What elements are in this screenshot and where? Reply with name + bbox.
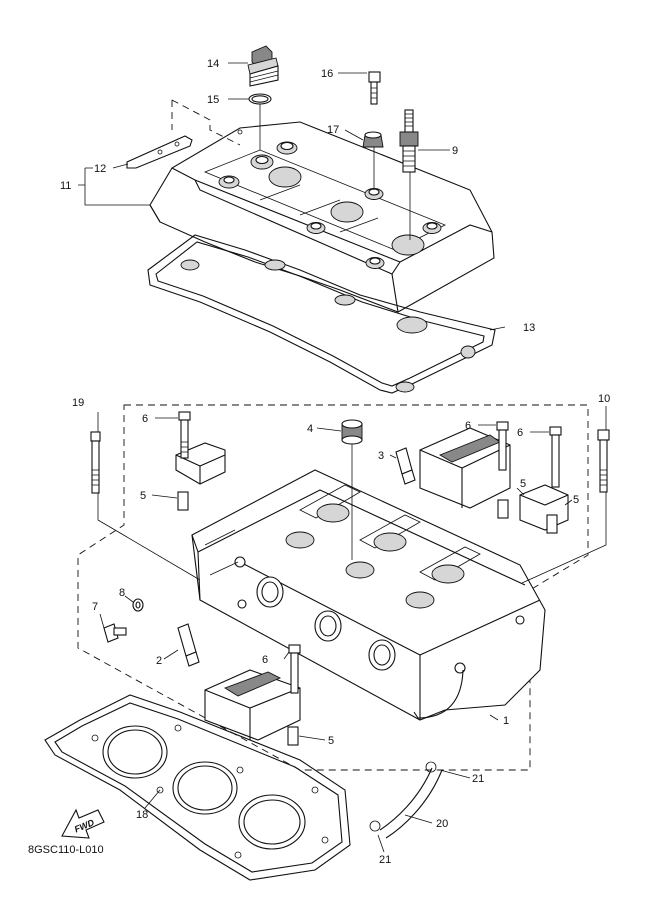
callout-19: 19 [72,397,84,409]
breather-hose [369,761,443,839]
stud-bolt-left [90,431,101,494]
callout-labels: 14 15 16 17 9 12 11 13 19 10 6 6 6 6 4 3… [60,58,610,866]
callout-20: 20 [436,818,448,830]
spark-plug [399,109,419,173]
camshaft-cap-right-b [519,426,569,534]
cover-gasket [147,234,496,394]
callout-1: 1 [503,715,509,727]
callout-3: 3 [378,450,384,462]
gasket-washer [132,598,144,612]
stud-bolt-right [597,429,610,493]
callout-18: 18 [136,809,148,821]
camshaft-cap-right-a [419,421,511,519]
cylinder-head [77,404,589,771]
callout-16: 16 [321,68,333,80]
callout-5c: 5 [573,494,579,506]
grommet [362,131,384,148]
leader-lines [78,62,607,853]
plug [341,419,363,445]
valve-guide-upper [395,447,416,485]
forward-arrow-icon: FWD [61,808,105,839]
callout-21a: 21 [472,773,484,785]
callout-2: 2 [156,655,162,667]
cylinder-head-cover [149,121,495,313]
camshaft-cap-left [175,411,226,511]
callout-13: 13 [523,322,535,334]
cylinder-head-gasket [44,694,351,881]
callout-6d: 6 [262,654,268,666]
callout-12: 12 [94,163,106,175]
camshaft-cap-lower [204,644,301,746]
callout-9: 9 [452,145,458,157]
callout-5a: 5 [140,490,146,502]
callout-10: 10 [598,393,610,405]
callout-6b: 6 [465,420,471,432]
diagram-code: 8GSC110-L010 [28,844,104,856]
callout-11: 11 [60,180,71,192]
callout-15: 15 [207,94,219,106]
oil-filler-cap [247,45,279,87]
callout-21b: 21 [379,854,391,866]
valve-guide-lower [177,623,200,667]
o-ring [248,93,272,105]
callout-7: 7 [92,601,98,613]
callout-5d: 5 [328,735,334,747]
bracket [126,99,241,169]
callout-6c: 6 [517,427,523,439]
callout-14: 14 [207,58,219,70]
callout-6a: 6 [142,413,148,425]
cover-bolt [368,71,381,105]
callout-8: 8 [119,587,125,599]
union-bolt [103,623,127,643]
callout-4: 4 [307,423,313,435]
callout-5b: 5 [520,478,526,490]
callout-17: 17 [327,124,339,136]
